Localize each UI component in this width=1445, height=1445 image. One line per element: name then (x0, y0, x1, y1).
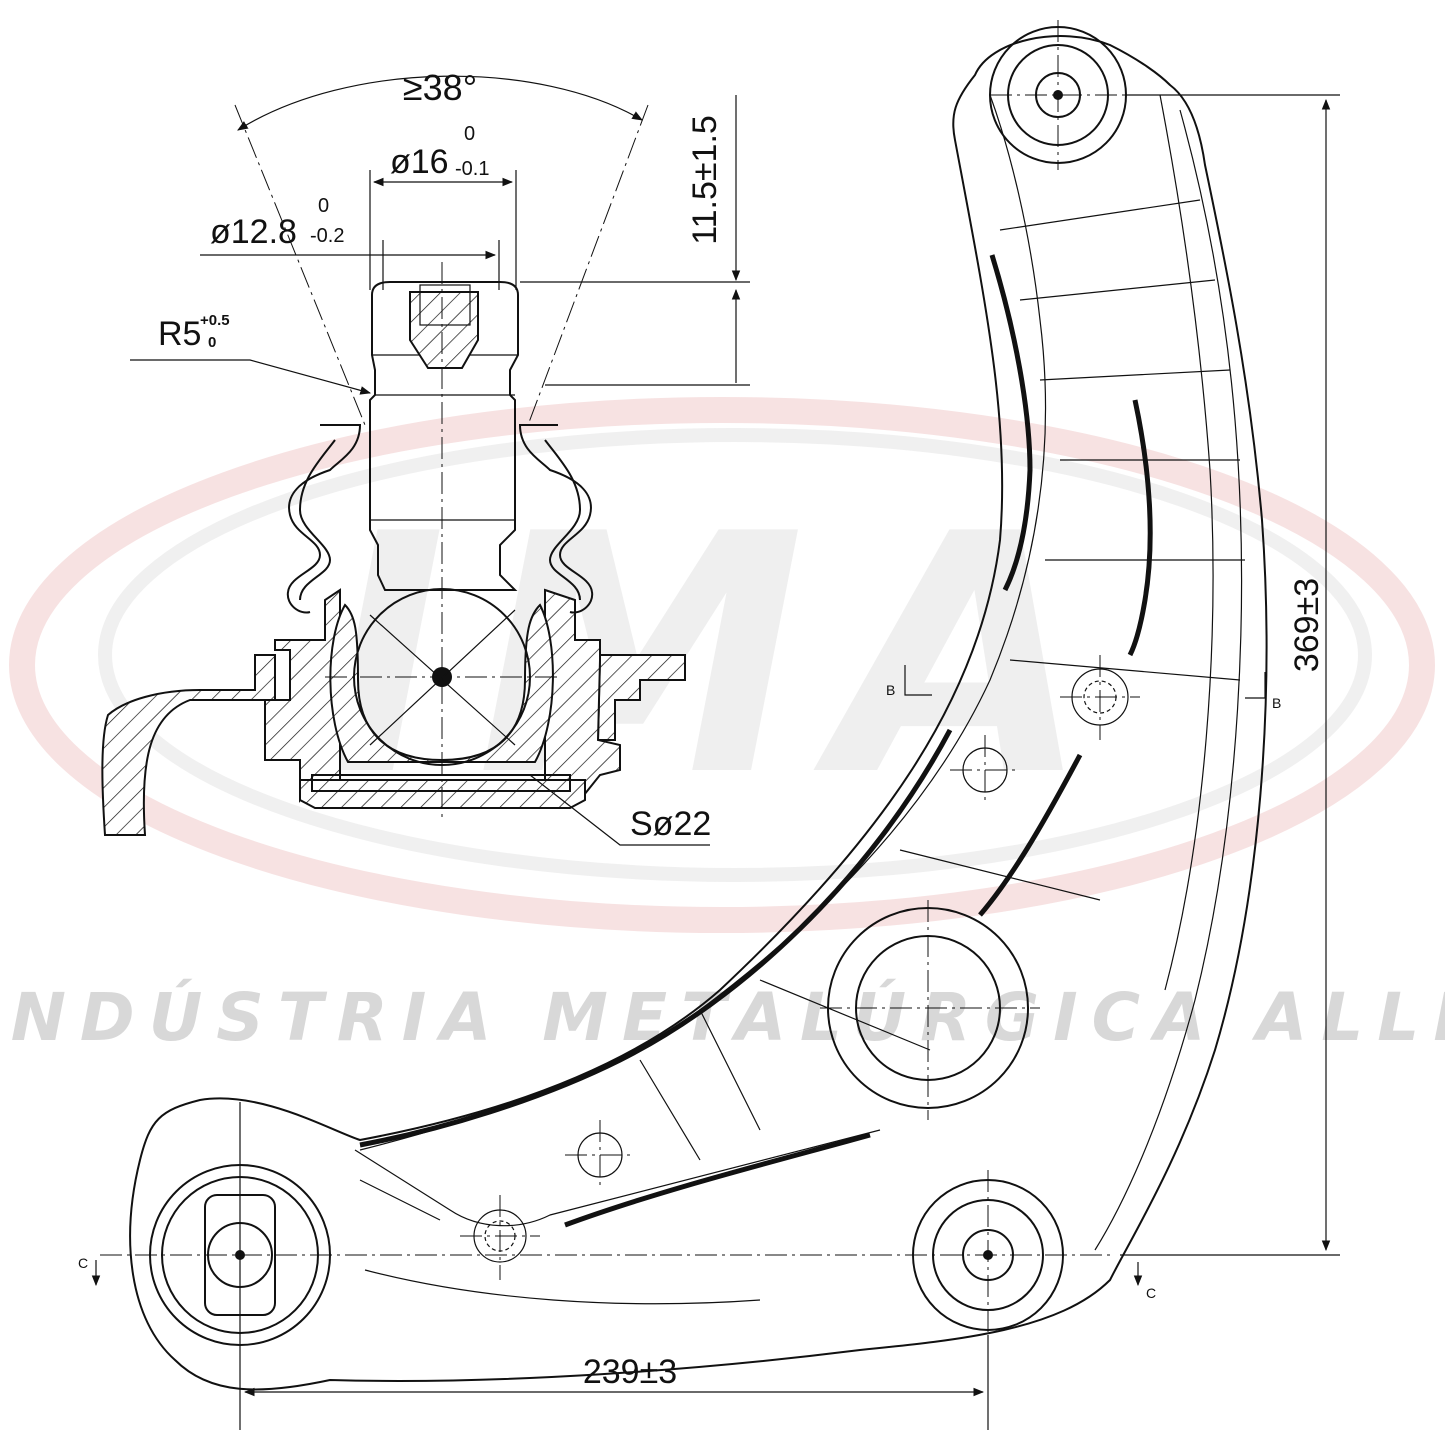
section-c-right-label: C (1146, 1285, 1156, 1301)
stud-dia-lower-tol: -0.1 (455, 158, 489, 180)
height-extension-lines (1120, 94, 1340, 1256)
housing-left (264, 588, 341, 803)
arm-rib-right (1127, 399, 1153, 657)
section-b-left-label: B (886, 682, 895, 698)
arm-inner-contour-2 (1094, 109, 1243, 1251)
ball-leader (529, 774, 710, 846)
dust-boot-right-inner (544, 439, 582, 601)
watermark-ring-inner (98, 428, 1372, 882)
ball-seat (329, 603, 554, 763)
arm-flange-line (1159, 94, 1214, 991)
dust-boot-left-inner (298, 439, 336, 601)
dust-boot-right (518, 424, 594, 614)
taper-dia-label: ø12.8 (210, 213, 297, 251)
control-arm (100, 20, 1268, 1391)
housing-right-flange (596, 654, 686, 741)
taper-dia-upper-tol: 0 (318, 195, 329, 217)
arm-outer-contour (129, 35, 1268, 1391)
bottom-cap (311, 774, 571, 792)
arm-lower-web (354, 1129, 881, 1305)
ball-joint: ≥38° ø16 0 -0.1 ø12.8 0 -0.2 R5 +0.5 0 1… (101, 67, 750, 846)
radius-lower-tol: 0 (208, 334, 216, 351)
stud-head (369, 281, 519, 591)
arm-width-label: 239±3 (583, 1353, 677, 1391)
arm-height-label: 369±3 (1288, 578, 1326, 672)
radius-upper-tol: +0.5 (200, 312, 230, 329)
watermark: IMA INDÚSTRIA METALÚRGICA ALLI (0, 397, 1445, 1056)
arm-dimensions: 369±3 239±3 (239, 94, 1340, 1430)
stud-dia-label: ø16 (390, 143, 449, 181)
radius-label: R5 (158, 315, 201, 353)
arm-rib-lower (359, 728, 953, 1148)
height-ext-lines (520, 281, 750, 386)
arm-cross-lines (639, 199, 1245, 1161)
arm-rib-bottom (564, 1132, 871, 1228)
stud-dia-upper-tol: 0 (464, 123, 475, 145)
dust-boot-left (286, 424, 362, 614)
ball-diameter-label: Sø22 (630, 805, 711, 843)
angle-label: ≥38° (403, 67, 477, 108)
hex-socket-top (419, 284, 471, 326)
stud-dia-ext (369, 170, 517, 290)
radius-leader (130, 359, 372, 395)
watermark-ring-outer (9, 397, 1435, 933)
section-b-left-arrow (904, 665, 932, 696)
angle-lines (234, 104, 649, 426)
ball-joint-center-lines (325, 262, 560, 820)
arm-rib-left (989, 254, 1033, 592)
stud-height-label: 11.5±1.5 (686, 115, 724, 245)
arm-rib-diagonal (978, 753, 1083, 917)
watermark-tagline: INDÚSTRIA METALÚRGICA ALLI (0, 979, 1445, 1056)
section-b-right-arrow (1245, 672, 1266, 699)
mount-bracket (101, 654, 276, 836)
arm-center-lines (100, 20, 1140, 1360)
taper-dia-lower-tol: -0.2 (310, 225, 344, 247)
section-markers: B B C C (78, 665, 1281, 1301)
angle-dimension-arc (237, 75, 643, 131)
section-c-left-label: C (78, 1255, 88, 1271)
width-extension-lines (239, 1102, 989, 1430)
taper-dia-ext (382, 240, 500, 290)
hex-socket (409, 291, 479, 369)
section-b-right-label: B (1272, 695, 1281, 711)
